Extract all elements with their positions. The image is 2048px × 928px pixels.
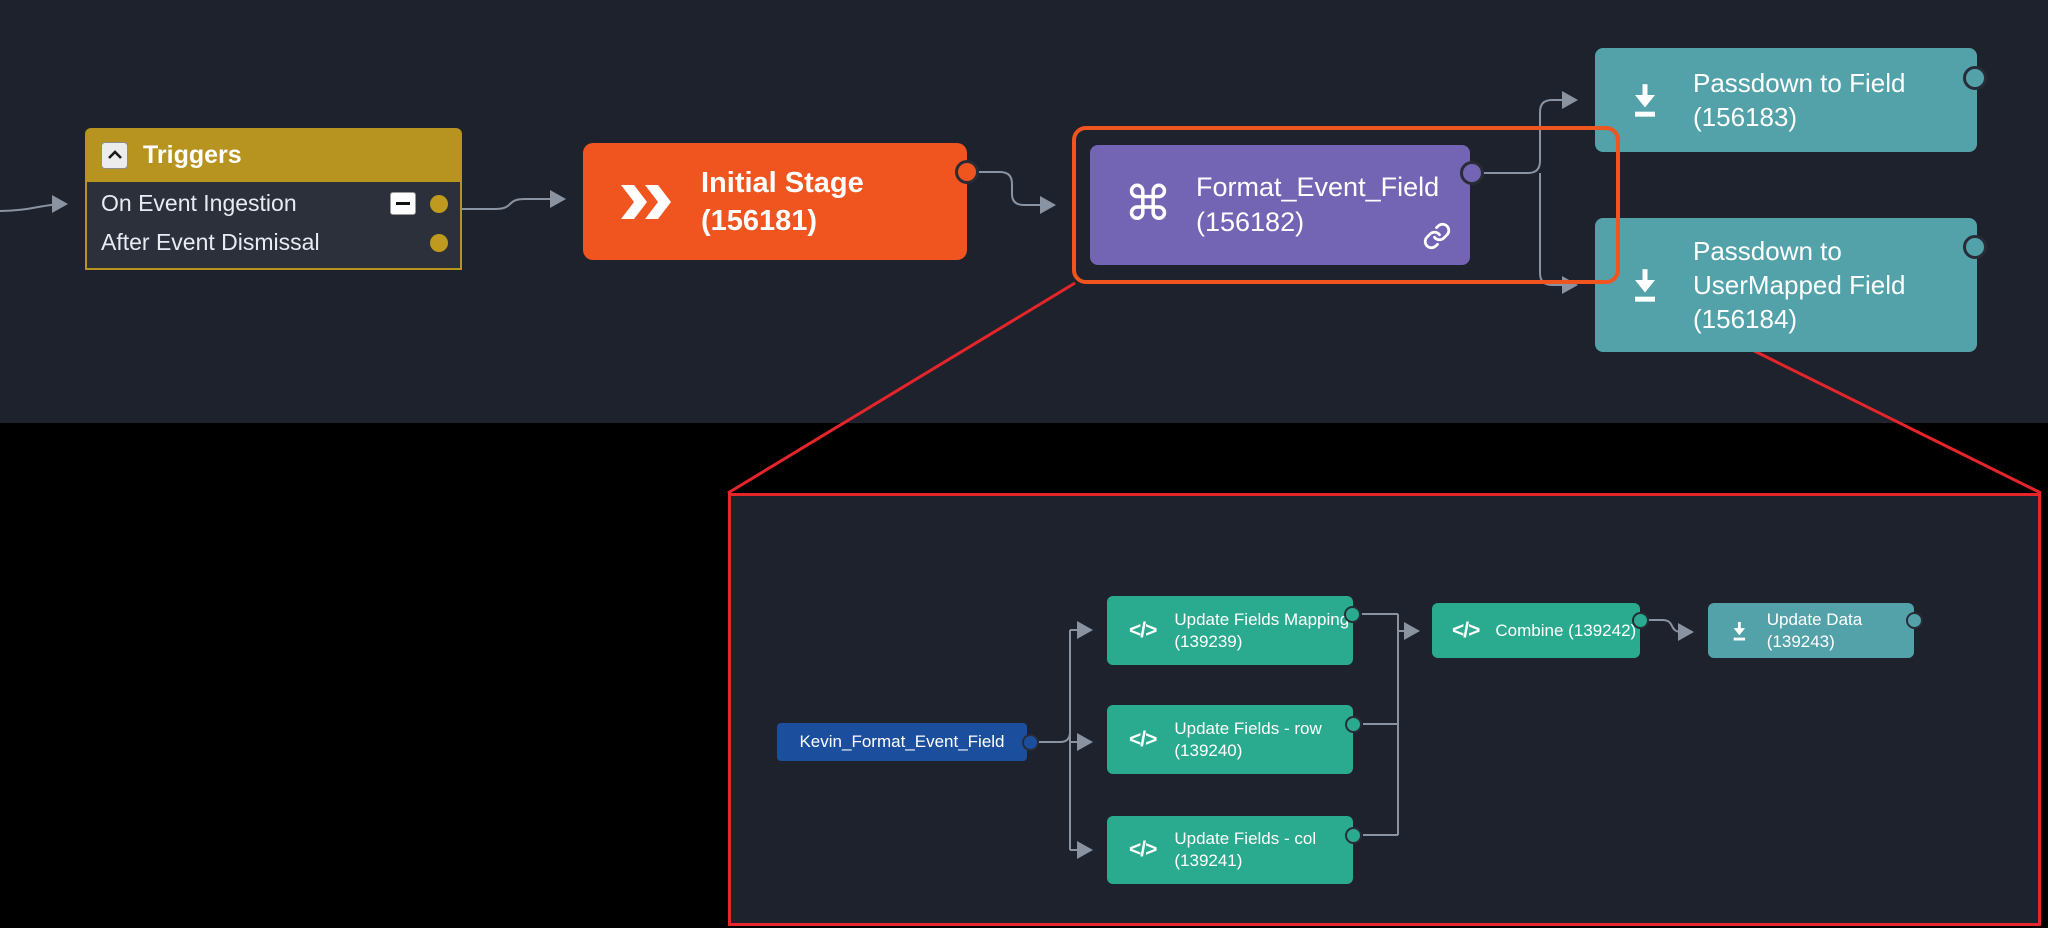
edge-format-to-passdown-field	[1474, 91, 1578, 174]
edge-into-triggers	[0, 195, 68, 214]
edge-initial-stage-to-format	[967, 171, 1056, 214]
edge-merge-vertical	[1362, 613, 1399, 836]
remove-trigger-button[interactable]	[390, 192, 416, 215]
trigger-output-port[interactable]	[430, 194, 448, 213]
initial-stage-output-port[interactable]	[955, 160, 979, 184]
update-fields-col-label: Update Fields - col (139241)	[1174, 829, 1317, 870]
update-fields-row-output-port[interactable]	[1345, 716, 1362, 733]
kevin-label: Kevin_Format_Event_Field	[799, 732, 1005, 751]
trigger-row-on-event-ingestion[interactable]: On Event Ingestion	[87, 184, 460, 223]
passdown-to-field-node[interactable]: Passdown to Field (156183)	[1595, 48, 1977, 152]
zoom-detail-box	[728, 493, 2041, 926]
trigger-label: On Event Ingestion	[101, 190, 297, 216]
trigger-row-after-event-dismissal[interactable]: After Event Dismissal	[87, 223, 460, 262]
update-fields-mapping-output-port[interactable]	[1344, 606, 1361, 623]
link-icon	[1423, 222, 1451, 250]
combine-node[interactable]: </> Combine (139242)	[1432, 603, 1640, 658]
update-fields-col-output-port[interactable]	[1345, 827, 1362, 844]
edge-triggers-to-initial-stage	[452, 190, 566, 210]
update-fields-col-node[interactable]: </> Update Fields - col (139241)	[1107, 816, 1353, 884]
kevin-output-port[interactable]	[1022, 734, 1039, 751]
initial-stage-label: Initial Stage (156181)	[701, 166, 864, 237]
format-event-field-node[interactable]: ⌘ Format_Event_Field (156182)	[1090, 145, 1470, 265]
download-icon	[1635, 84, 1655, 117]
update-fields-mapping-node[interactable]: </> Update Fields Mapping (139239)	[1107, 596, 1353, 665]
kevin-format-event-field-node[interactable]: Kevin_Format_Event_Field	[777, 723, 1027, 761]
edge-kevin-branch-vertical	[1036, 630, 1071, 850]
triggers-body: On Event Ingestion After Event Dismissal	[85, 182, 462, 270]
code-icon: </>	[1129, 838, 1157, 861]
update-fields-mapping-label: Update Fields Mapping (139239)	[1174, 609, 1350, 651]
code-icon: </>	[1129, 618, 1157, 642]
passdown-to-usermapped-label: Passdown to UserMapped Field (156184)	[1693, 236, 1906, 334]
chevron-up-icon	[107, 150, 122, 159]
stage-chevrons-icon	[621, 184, 671, 219]
edge-format-to-passdown-usermapped	[1539, 173, 1578, 294]
combine-label: Combine (139242)	[1495, 620, 1637, 640]
zoom-callout-line-left	[727, 281, 1076, 495]
update-data-label: Update Data (139243)	[1766, 609, 1863, 651]
collapse-button[interactable]	[101, 141, 128, 169]
command-icon: ⌘	[1124, 178, 1172, 231]
format-event-field-label: Format_Event_Field (156182)	[1196, 172, 1440, 237]
code-icon: </>	[1452, 618, 1480, 642]
code-icon: </>	[1129, 727, 1157, 751]
combine-output-port[interactable]	[1632, 612, 1649, 629]
download-icon	[1635, 269, 1655, 302]
edge-combine-to-update-data	[1648, 619, 1694, 641]
passdown-to-usermapped-output-port[interactable]	[1963, 235, 1987, 259]
triggers-header: Triggers	[85, 128, 462, 182]
initial-stage-node[interactable]: Initial Stage (156181)	[583, 143, 967, 260]
passdown-to-field-label: Passdown to Field (156183)	[1693, 68, 1906, 132]
trigger-label: After Event Dismissal	[101, 229, 320, 255]
format-event-field-output-port[interactable]	[1460, 161, 1484, 185]
update-data-output-port[interactable]	[1906, 612, 1923, 629]
download-icon	[1733, 621, 1746, 640]
triggers-title: Triggers	[143, 140, 242, 169]
passdown-to-usermapped-node[interactable]: Passdown to UserMapped Field (156184)	[1595, 218, 1977, 352]
update-fields-row-label: Update Fields - row (139240)	[1174, 718, 1322, 760]
update-fields-row-node[interactable]: </> Update Fields - row (139240)	[1107, 705, 1353, 774]
trigger-output-port[interactable]	[430, 233, 448, 252]
passdown-to-field-output-port[interactable]	[1963, 66, 1987, 90]
minus-icon	[396, 202, 410, 205]
update-data-node[interactable]: Update Data (139243)	[1708, 603, 1914, 658]
triggers-node[interactable]: Triggers On Event Ingestion After Event …	[85, 128, 462, 270]
